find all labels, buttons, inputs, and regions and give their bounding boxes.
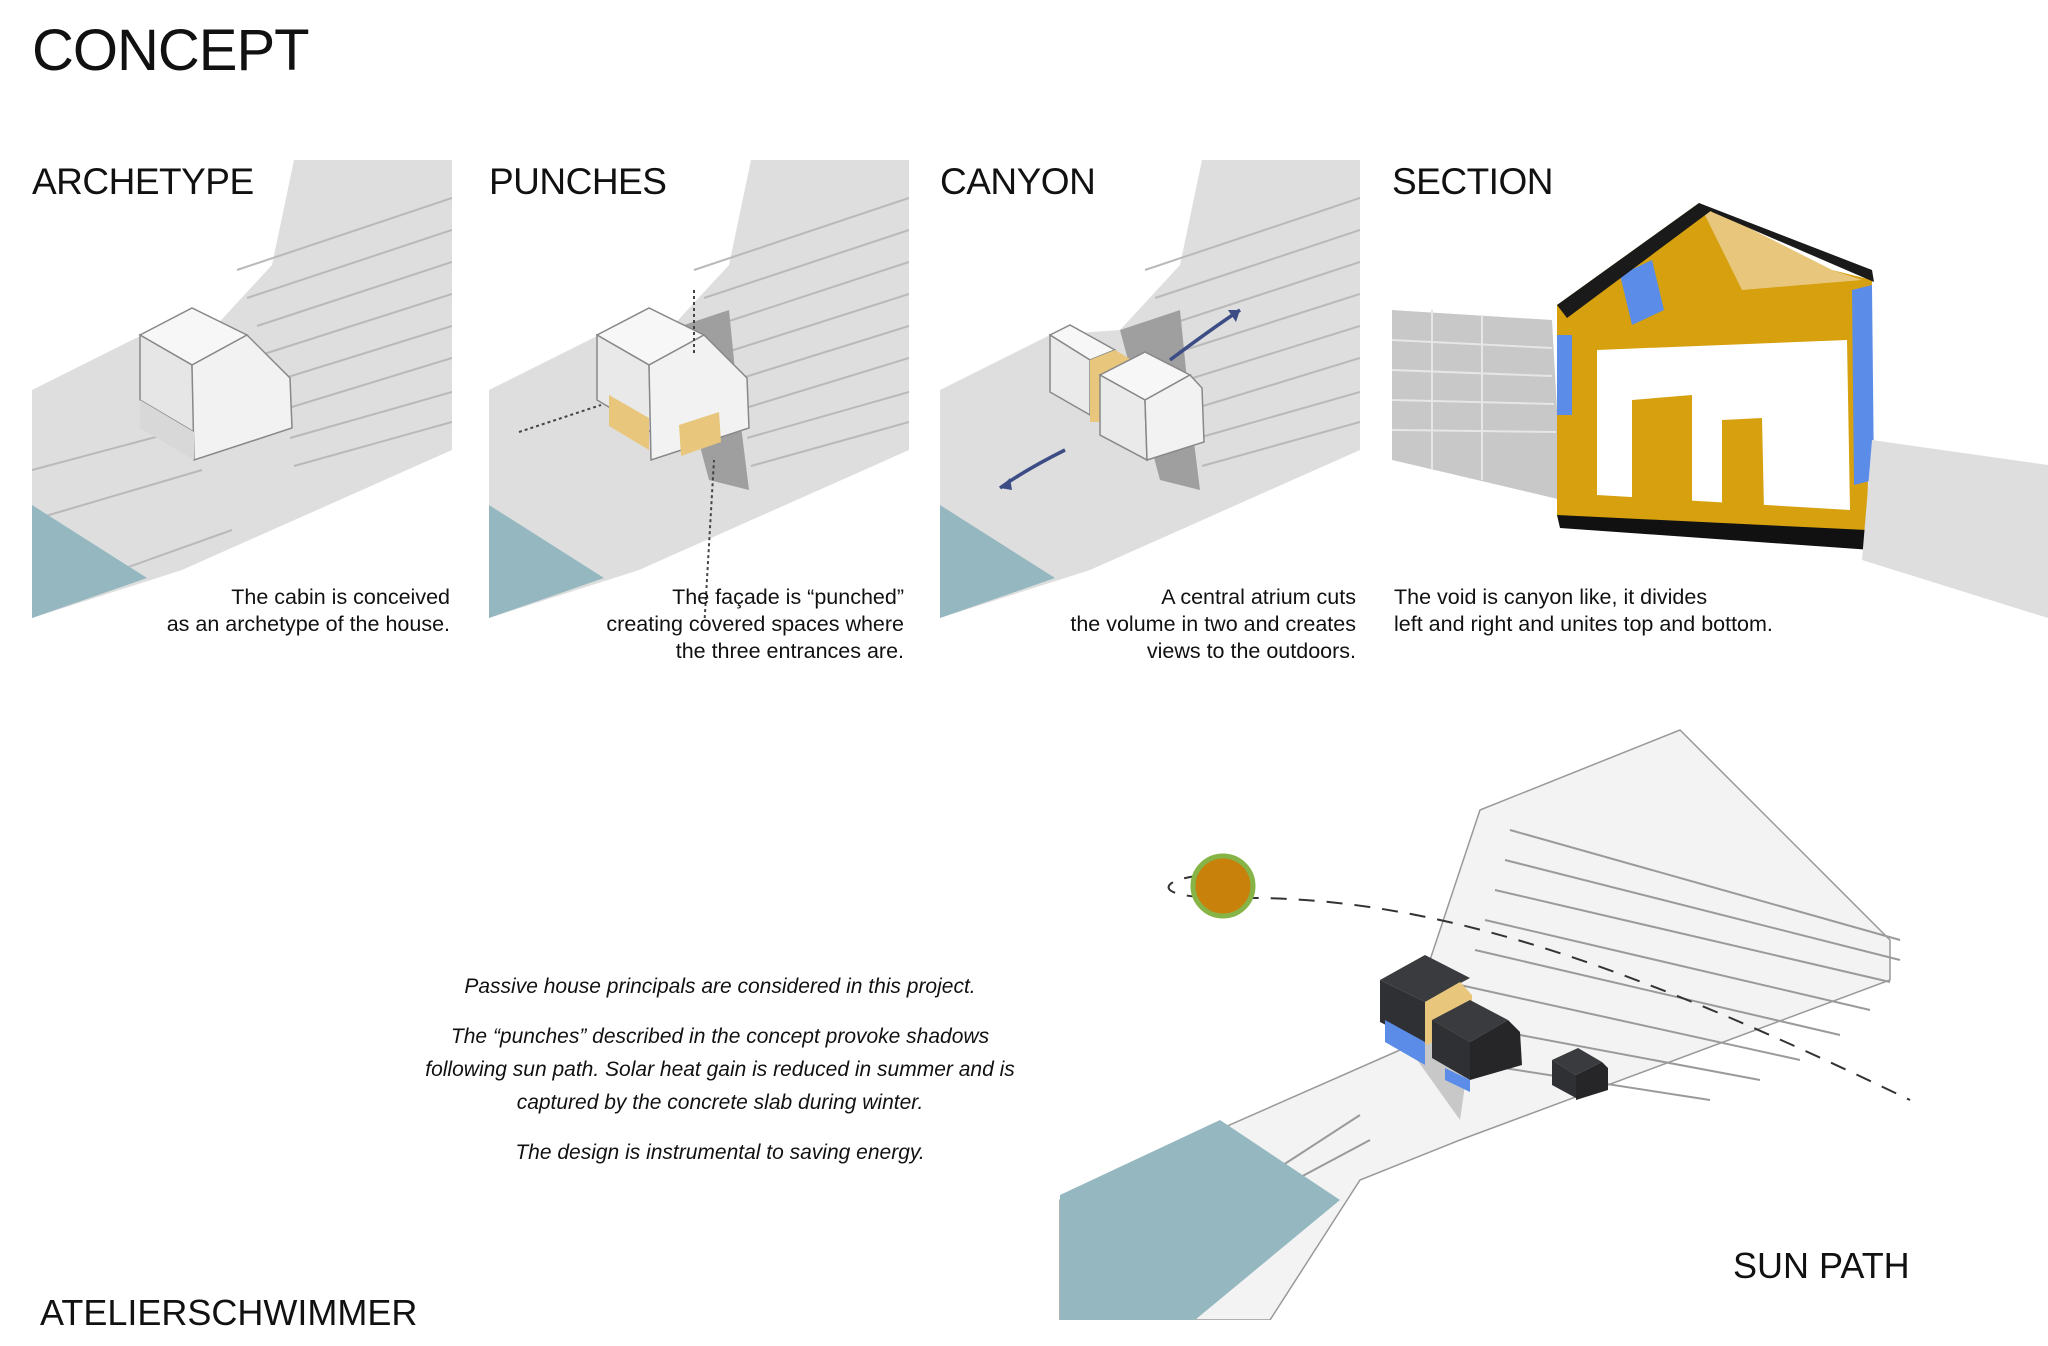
passive-house-text: Passive house principals are considered … (330, 970, 1110, 1186)
brand-logo: ATELIERSCHWIMMER (40, 1295, 417, 1331)
caption-section: The void is canyon like, it divides left… (1394, 585, 1773, 636)
sun-path-diagram (1040, 720, 2048, 1320)
section-diagram (1392, 160, 2048, 618)
cabin-archetype (138, 307, 293, 462)
brand-light: ATELIER (40, 1292, 188, 1333)
canyon-drawing (940, 160, 1360, 618)
panel-title-archetype: ARCHETYPE (32, 161, 254, 202)
cabin-sun-path (1380, 955, 1608, 1100)
passive-intro: Passive house principals are considered … (464, 975, 976, 998)
cabin-split (1048, 324, 1205, 462)
archetype-diagram (32, 160, 452, 618)
caption-archetype: The cabin is conceived as an archetype o… (166, 585, 450, 636)
canyon-diagram (940, 160, 1360, 618)
punches-diagram (489, 160, 909, 618)
sun-path-arc (1167, 874, 1911, 1101)
panel-title-punches: PUNCHES (489, 161, 667, 202)
entrance-arrows (518, 290, 715, 618)
panel-title-section: SECTION (1392, 161, 1553, 202)
brand-bold: SCHWIMMER (187, 1292, 418, 1333)
passive-punches-paragraph: The “punches” described in the concept p… (425, 1025, 1015, 1114)
cabin-punched (595, 307, 750, 462)
section-drawing (1392, 203, 2048, 618)
page-title: CONCEPT (32, 18, 310, 83)
caption-canyon: A central atrium cuts the volume in two … (1070, 585, 1356, 663)
sun-icon (1190, 853, 1256, 919)
sun-path-drawing (1059, 729, 1911, 1320)
sun-path-title: SUN PATH (1733, 1245, 1910, 1286)
punches-drawing (489, 160, 909, 618)
caption-punches: The façade is “punched” creating covered… (606, 585, 904, 663)
archetype-drawing (32, 160, 452, 618)
passive-conclusion: The design is instrumental to saving ene… (515, 1141, 925, 1164)
panel-title-canyon: CANYON (940, 161, 1096, 202)
